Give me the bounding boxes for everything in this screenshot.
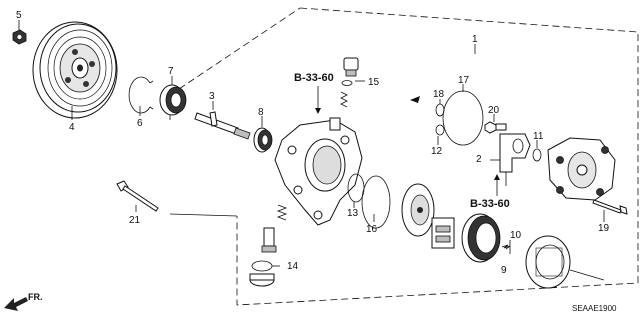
reference-arrows bbox=[315, 86, 500, 196]
bolt-part-19 bbox=[592, 199, 628, 222]
o-ring-part-11 bbox=[532, 140, 542, 162]
callout-18: 18 bbox=[433, 89, 445, 100]
callout-9: 9 bbox=[501, 265, 507, 276]
rear-cover bbox=[547, 137, 616, 201]
callout-2: 2 bbox=[476, 154, 482, 165]
bolt-part-20 bbox=[484, 114, 507, 134]
pulley-part-4 bbox=[32, 21, 118, 120]
cap-part-14 bbox=[249, 260, 280, 287]
pins-part-9-10 bbox=[501, 240, 511, 254]
o-ring-part-16 bbox=[361, 175, 391, 229]
cam-ring bbox=[461, 213, 501, 263]
reference-label-lower: B-33-60 bbox=[470, 198, 510, 210]
bearing-part-7 bbox=[159, 76, 187, 116]
callout-3: 3 bbox=[209, 91, 215, 102]
front-direction-arrow: FR. bbox=[4, 292, 43, 311]
bearing-part-8 bbox=[253, 116, 273, 153]
callout-4: 4 bbox=[69, 122, 75, 133]
callout-17: 17 bbox=[458, 75, 470, 86]
callout-20: 20 bbox=[488, 105, 500, 116]
direction-label: FR. bbox=[28, 292, 43, 302]
o-rings-part-18-12 bbox=[435, 99, 445, 145]
shaft-part-3 bbox=[194, 101, 251, 140]
callout-19: 19 bbox=[598, 223, 610, 234]
callout-12: 12 bbox=[431, 146, 443, 157]
callout-5: 5 bbox=[16, 10, 22, 21]
diagram-code: SEAAE1900 bbox=[572, 304, 617, 313]
callout-7: 7 bbox=[168, 66, 174, 77]
reference-label-upper: B-33-60 bbox=[294, 72, 334, 84]
callout-1: 1 bbox=[472, 34, 478, 45]
snap-ring-part-6 bbox=[128, 76, 154, 116]
callout-14: 14 bbox=[287, 261, 299, 272]
callout-15: 15 bbox=[368, 77, 380, 88]
pump-body bbox=[274, 117, 363, 226]
nut-part-5 bbox=[12, 20, 27, 45]
callout-21: 21 bbox=[129, 215, 141, 226]
inlet-pipe-part-2 bbox=[490, 133, 531, 186]
callout-6: 6 bbox=[137, 118, 143, 129]
bolt-part-21 bbox=[116, 180, 159, 212]
pressure-plate bbox=[525, 235, 605, 289]
valve-part-15 bbox=[340, 57, 365, 108]
callout-8: 8 bbox=[258, 107, 264, 118]
callout-16: 16 bbox=[366, 224, 378, 235]
spring-fitting bbox=[261, 204, 288, 253]
callout-11: 11 bbox=[533, 131, 544, 142]
callout-13: 13 bbox=[347, 208, 359, 219]
o-ring-part-17 bbox=[442, 84, 484, 146]
callout-10: 10 bbox=[510, 230, 522, 241]
rotor-group bbox=[401, 183, 455, 249]
